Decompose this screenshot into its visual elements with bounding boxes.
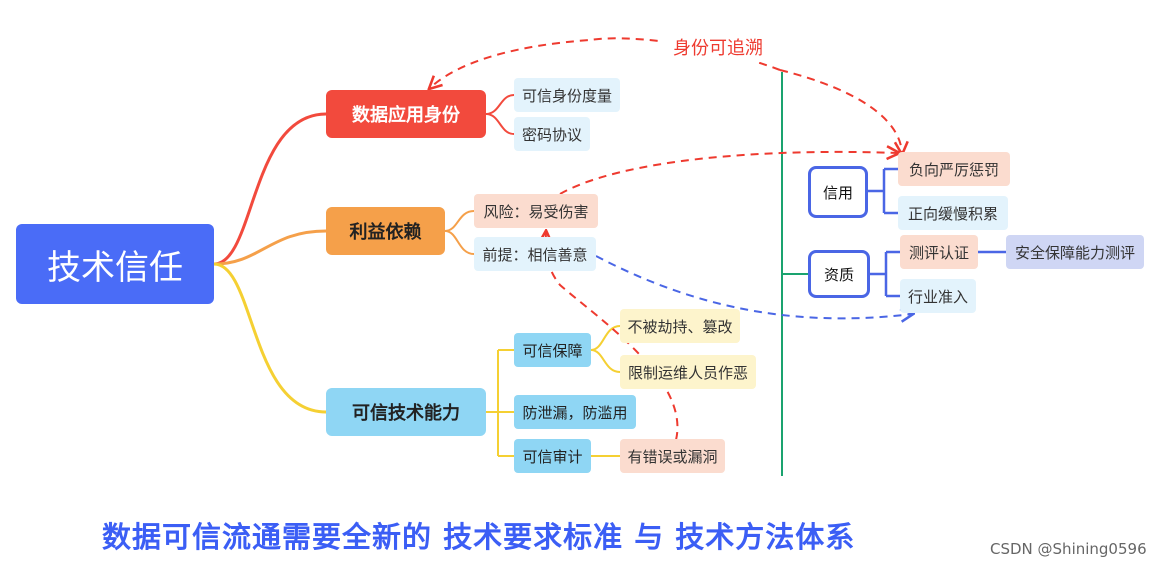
dashed-arrow-risk-penalty (559, 152, 898, 195)
edge-root-identity (213, 112, 327, 266)
node-no-hijack: 不被劫持、篡改 (620, 309, 740, 343)
dashed-arrow-audit-risk (546, 232, 679, 441)
edge-identity-children (485, 94, 515, 135)
node-crypto-protocol: 密码协议 (514, 117, 590, 151)
node-industry-access: 行业准入 (900, 279, 976, 313)
node-negative-penalty: 负向严厉惩罚 (898, 152, 1010, 186)
node-security-assessment: 安全保障能力测评 (1006, 235, 1144, 269)
edge-qualification-children (870, 250, 900, 298)
node-positive-accumulation: 正向缓慢积累 (898, 196, 1008, 230)
node-risk: 风险：易受伤害 (474, 194, 598, 228)
node-trusted-capability: 可信技术能力 (326, 388, 486, 436)
root-node: 技术信任 (16, 224, 214, 304)
edge-guarantee-children (590, 325, 621, 373)
node-qualification: 资质 (808, 250, 870, 298)
edge-root-capability (213, 262, 327, 414)
edge-interest-children (444, 210, 475, 255)
node-trusted-audit: 可信审计 (514, 439, 591, 473)
dashed-arrow-to-penalty (779, 69, 902, 153)
node-restrict-ops: 限制运维人员作恶 (620, 355, 756, 389)
node-trusted-identity-metric: 可信身份度量 (514, 78, 620, 112)
node-evaluation-cert: 测评认证 (900, 235, 978, 269)
node-premise: 前提：相信善意 (474, 237, 596, 271)
node-trusted-guarantee: 可信保障 (514, 333, 591, 367)
node-anti-leak: 防泄漏，防滥用 (514, 395, 636, 429)
annotation-traceable: 身份可追溯 (658, 32, 778, 62)
edge-credit-children (868, 167, 898, 215)
bottom-title: 数据可信流通需要全新的 技术要求标准 与 技术方法体系 (102, 520, 856, 554)
node-interest-dependency: 利益依赖 (326, 207, 445, 255)
node-errors-vulns: 有错误或漏洞 (620, 439, 725, 473)
node-credit: 信用 (808, 166, 868, 218)
node-data-identity: 数据应用身份 (326, 90, 486, 138)
watermark: CSDN @Shining0596 (990, 540, 1147, 558)
edge-capability-children (486, 349, 514, 457)
edge-root-interest (213, 229, 327, 266)
